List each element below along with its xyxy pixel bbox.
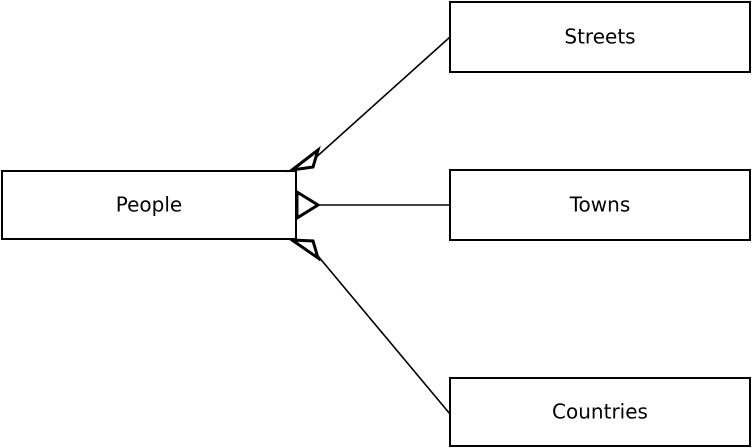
connector-people-streets [312, 36, 451, 161]
entity-label-towns: Towns [569, 193, 631, 217]
arrowhead-icon-streets [286, 145, 321, 173]
entity-box-towns[interactable] [449, 169, 751, 241]
arrowhead-icon-towns [295, 189, 321, 221]
arrowhead-icon-countries [286, 238, 321, 262]
entity-label-countries: Countries [552, 400, 648, 424]
connector-people-countries [312, 249, 451, 415]
entity-box-streets[interactable] [449, 1, 751, 73]
entity-label-people: People [116, 193, 182, 217]
entity-label-streets: Streets [564, 25, 635, 49]
entity-box-countries[interactable] [449, 377, 751, 447]
